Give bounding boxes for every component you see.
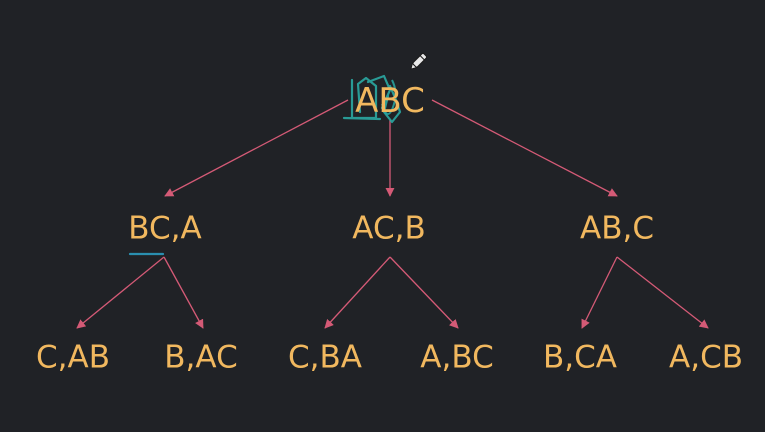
node-c-ba: C,BA (288, 339, 362, 376)
edge-bc-a-to-c-ab (76, 256, 165, 329)
edge-abc-to-ab-c (431, 99, 618, 197)
edge-abc-to-bc-a (164, 99, 349, 197)
node-b-ac: B,AC (164, 339, 238, 376)
node-abc: ABC (355, 81, 425, 121)
node-a-cb: A,CB (669, 339, 743, 376)
edge-ac-b-to-a-bc (389, 256, 459, 329)
node-a-bc: A,BC (420, 339, 494, 376)
node-ab-c: AB,C (580, 210, 654, 247)
node-b-ca: B,CA (543, 339, 617, 376)
edge-ab-c-to-a-cb (616, 256, 709, 329)
edge-ac-b-to-c-ba (324, 256, 391, 329)
annotation-scribble (342, 74, 402, 124)
edge-ab-c-to-b-ca (581, 256, 618, 329)
edge-bc-a-to-b-ac (163, 256, 204, 329)
annotation-scribble-stroke (381, 79, 397, 115)
node-ac-b: AC,B (352, 210, 426, 247)
node-bc-a: BC,A (128, 210, 202, 247)
pen-cursor-icon (410, 52, 428, 70)
node-c-ab: C,AB (36, 339, 110, 376)
